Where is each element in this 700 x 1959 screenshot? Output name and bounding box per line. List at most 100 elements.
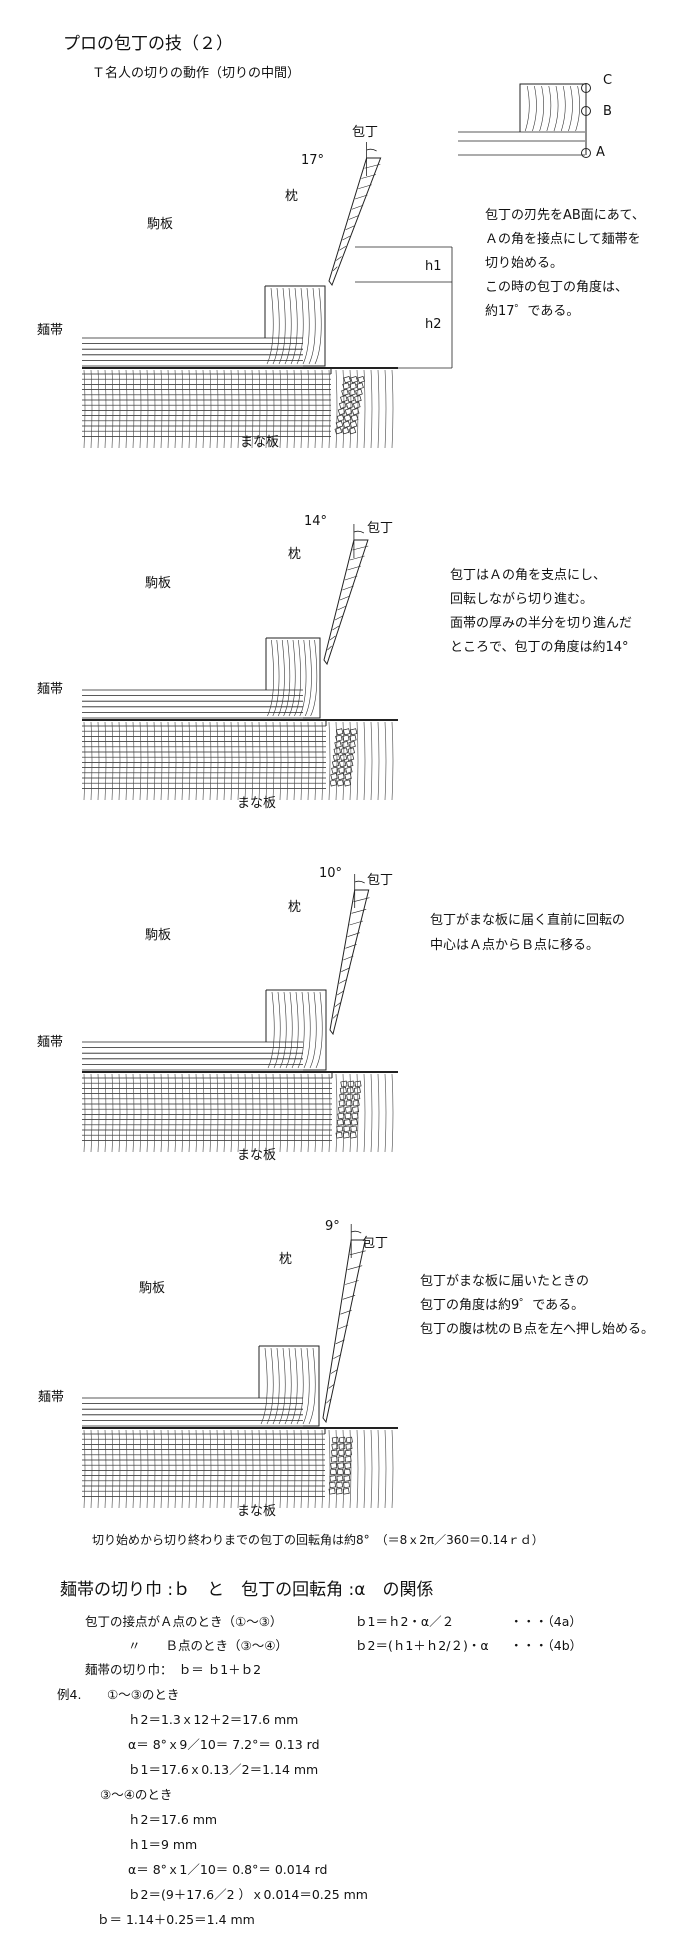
example-case1-line: α＝ 8°ｘ9／10＝ 7.2°＝ 0.13 rd [128, 1737, 320, 1752]
panel4-note-line: 包丁の角度は約9゜である。 [420, 1298, 585, 1313]
cut-noodles [335, 1080, 362, 1139]
panel3-drawing [82, 874, 398, 1153]
panel1-note-line: 切り始める。 [485, 256, 564, 271]
point-b-marker [581, 106, 591, 116]
panel3-note-line: 中心はＡ点からＢ点に移る。 [430, 938, 600, 953]
mana-ita-board [82, 367, 398, 449]
dimension-lines [355, 246, 453, 369]
page-title: プロの包丁の技（２） [63, 34, 233, 54]
cut-noodles [328, 1436, 353, 1495]
makura-pillow [258, 1345, 320, 1427]
mentai-sheet [82, 1072, 333, 1141]
panel3-knife-label: 包丁 [367, 873, 394, 888]
houchou-knife [322, 1239, 366, 1424]
panel4-drawing [82, 1224, 398, 1509]
panel4-mentai-label: 麺帯 [38, 1390, 65, 1405]
angle-indicator [366, 142, 377, 176]
panel2-pillow-label: 枕 [288, 547, 302, 562]
relation-equation-ref: ・・・（4a） [510, 1614, 582, 1629]
panel4-board-label: まな板 [237, 1504, 277, 1519]
panel4-angle: 9° [325, 1219, 340, 1234]
panel3-angle: 10° [319, 866, 343, 881]
panel1-angle: 17° [301, 153, 325, 168]
panel2-note-line: ところで、包丁の角度は約14° [450, 640, 629, 655]
panel1-mentai-label: 麺帯 [37, 323, 64, 338]
houchou-knife [329, 889, 370, 1036]
panel4-pillow-label: 枕 [279, 1252, 293, 1267]
inset-label-a: A [596, 145, 605, 160]
panel2-board-label: まな板 [237, 796, 277, 811]
panel1-note-line: この時の包丁の角度は、 [485, 280, 629, 295]
example-case1-line: ｂ1＝17.6ｘ0.13／2＝1.14 mm [128, 1762, 319, 1777]
angle-indicator [350, 1224, 362, 1258]
panel2-note-line: 回転しながら切り進む。 [450, 592, 594, 607]
inset-label-b: B [603, 104, 612, 119]
inset-label-c: C [603, 73, 613, 88]
example-case2-line: ｂ2＝(9＋17.6／2 ）ｘ0.014＝0.25 mm [128, 1887, 368, 1902]
relation-equation-ref: ・・・（4b） [510, 1638, 583, 1653]
panel2-note-line: 面帯の厚みの半分を切り進んだ [450, 616, 633, 631]
example-case1-line: ｈ2＝1.3ｘ12＋2＝17.6 mm [128, 1712, 299, 1727]
panel2-angle: 14° [304, 514, 328, 529]
makura-pillow [265, 637, 321, 719]
example-case2-line: α＝ 8°ｘ1／10＝ 0.8°＝ 0.014 rd [128, 1862, 328, 1877]
inset-corner-diagram [458, 83, 591, 158]
relation-line: 〃 Ｂ点のとき（③〜④） [128, 1638, 288, 1653]
relation-formula: ｂ2＝(ｈ1＋ｈ2/２)・α [355, 1638, 489, 1653]
example-label: 例4. [57, 1687, 82, 1702]
angle-indicator [353, 524, 365, 558]
angle-indicator [354, 874, 365, 908]
rotation-angle-caption: 切り始めから切り終わりまでの包丁の回転角は約8° （＝8ｘ2π／360＝0.14… [92, 1533, 544, 1547]
panel1-h1-label: h1 [425, 259, 442, 274]
panel1-pillow-label: 枕 [285, 189, 299, 204]
example-final-result: ｂ＝ 1.14＋0.25＝1.4 mm [97, 1912, 255, 1927]
komaita-board [82, 689, 303, 719]
panel4-note-line: 包丁がまな板に届いたときの [420, 1274, 590, 1289]
komaita-board [82, 1397, 303, 1427]
point-a-marker [581, 148, 591, 158]
panel1-note-line: 包丁の刃先をAB面にあて、 [485, 208, 645, 223]
mana-ita-board [82, 1427, 398, 1509]
makura-pillow [265, 989, 327, 1071]
example-case1-heading: ①〜③のとき [107, 1687, 180, 1702]
panel3-pillow-label: 枕 [288, 900, 302, 915]
cut-noodles [334, 375, 365, 435]
komaita-board [82, 337, 303, 367]
panel1-note-line: Ａの角を接点にして麺帯を [485, 232, 641, 247]
example-case2-heading: ③〜④のとき [100, 1787, 173, 1802]
panel1-knife-label: 包丁 [352, 125, 379, 140]
relation-line: 包丁の接点がＡ点のとき（①〜③） [85, 1614, 283, 1629]
panel2-note-line: 包丁はＡの角を支点にし、 [450, 568, 607, 583]
panel1-h2-label: h2 [425, 317, 442, 332]
panel1-board-label: まな板 [240, 435, 280, 450]
houchou-knife [328, 157, 382, 287]
panel2-komaita-label: 駒板 [145, 576, 172, 591]
mana-ita-board [82, 1071, 398, 1153]
houchou-knife [323, 539, 369, 666]
panel4-note-line: 包丁の腹は枕のＢ点を左へ押し始める。 [420, 1322, 655, 1337]
example-case2-line: ｈ2＝17.6 mm [128, 1812, 218, 1827]
relation-heading: 麺帯の切り巾 :ｂ と 包丁の回転角 :α の関係 [60, 1580, 434, 1600]
panel2-mentai-label: 麺帯 [37, 682, 64, 697]
example-case2-line: ｈ1＝9 mm [128, 1837, 198, 1852]
panel2-knife-label: 包丁 [367, 521, 394, 536]
komaita-board [82, 1041, 303, 1071]
page-subtitle: Ｔ名人の切りの動作（切りの中間） [92, 66, 301, 81]
panel3-board-label: まな板 [237, 1148, 277, 1163]
panel4-komaita-label: 駒板 [139, 1281, 166, 1296]
panel1-drawing [82, 142, 398, 449]
panel2-drawing [82, 524, 398, 801]
panel4-knife-label: 包丁 [362, 1236, 389, 1251]
mentai-sheet [82, 368, 332, 437]
panel1-komaita-label: 駒板 [147, 217, 174, 232]
panel3-komaita-label: 駒板 [145, 928, 172, 943]
makura-pillow [264, 285, 326, 367]
relation-line: 麺帯の切り巾： ｂ＝ ｂ1＋ｂ2 [85, 1662, 262, 1677]
point-c-marker [581, 83, 591, 93]
relation-formula: ｂ1＝ｈ2・α／２ [355, 1614, 455, 1629]
panel3-note-line: 包丁がまな板に届く直前に回転の [430, 913, 626, 928]
mana-ita-board [82, 719, 398, 801]
panel1-note-line: 約17゜である。 [485, 304, 580, 319]
panel3-mentai-label: 麺帯 [37, 1035, 64, 1050]
